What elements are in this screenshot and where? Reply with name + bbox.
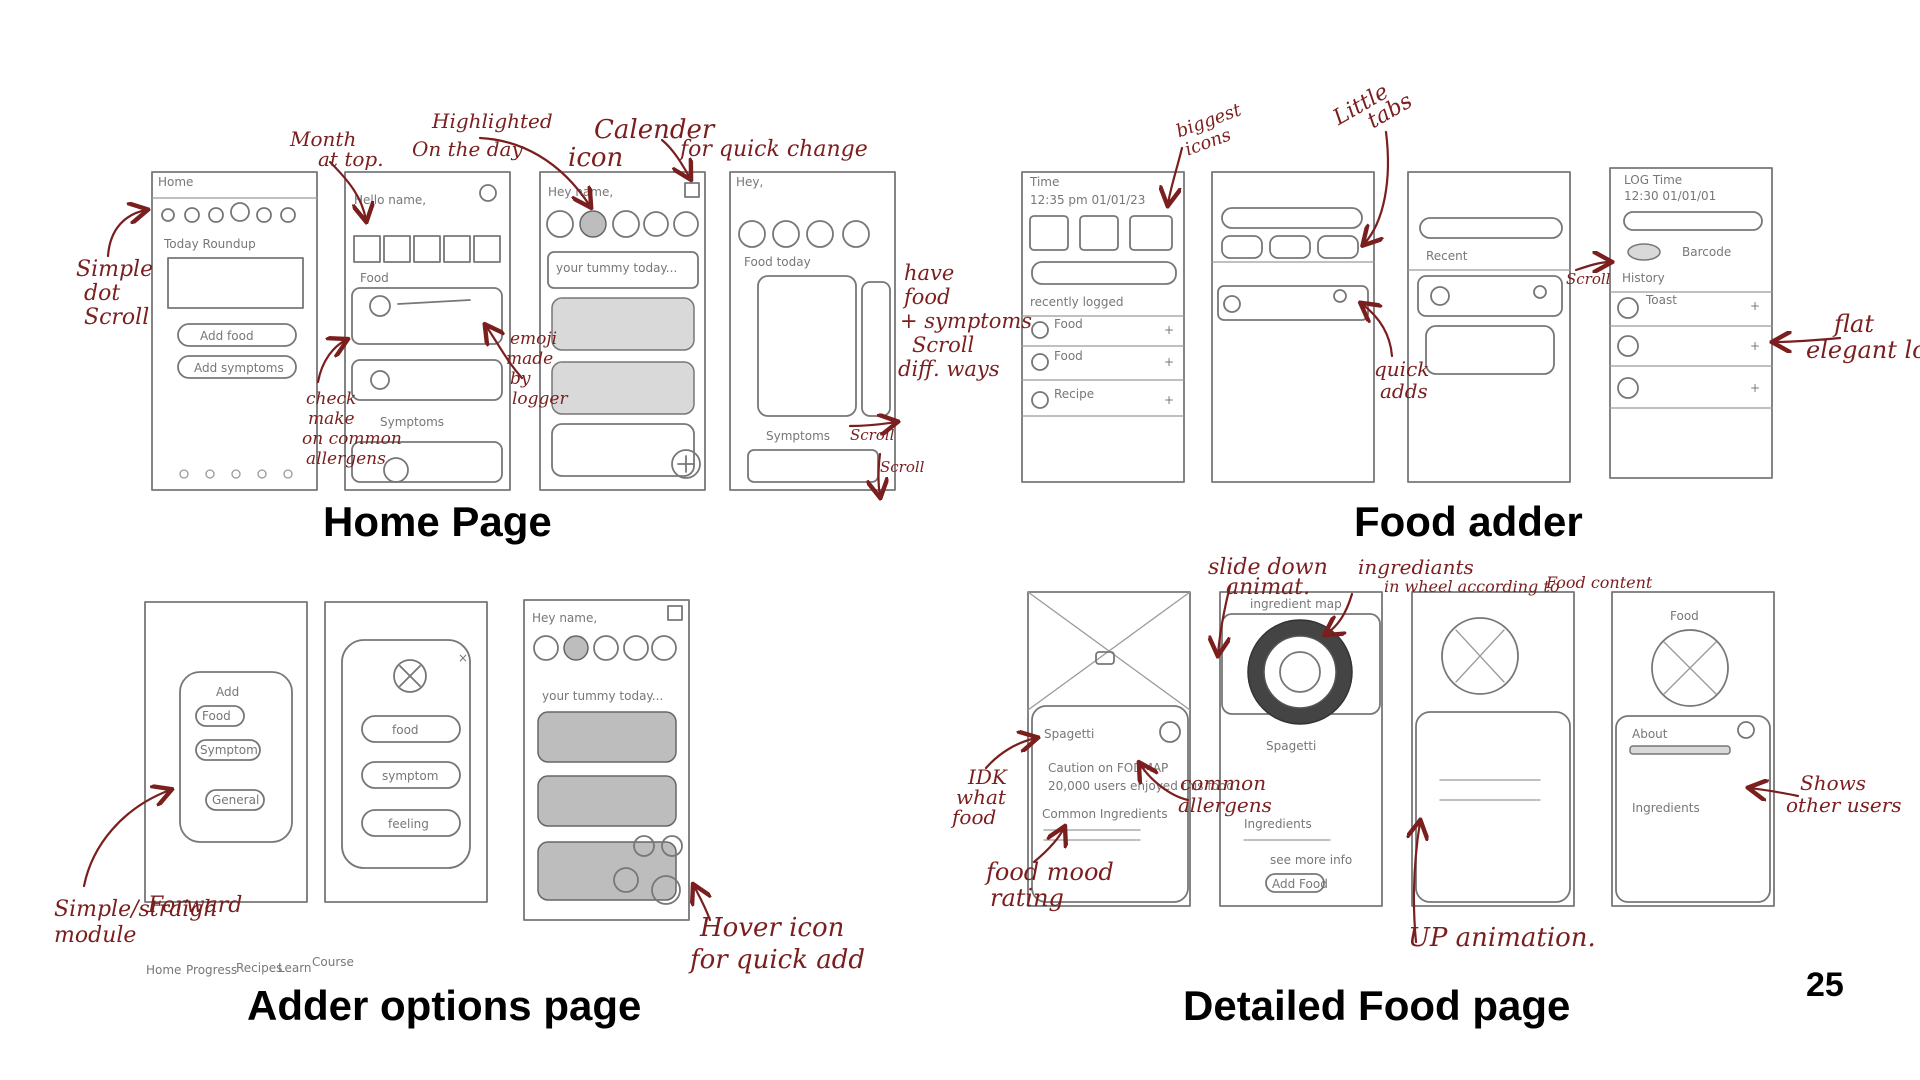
svg-text:+: + bbox=[1164, 323, 1174, 337]
sketch-your-tummy: your tummy today... bbox=[556, 261, 677, 275]
sketch-food-title: Food bbox=[1670, 609, 1699, 623]
sketch-ingredients: Ingredients bbox=[1244, 817, 1312, 831]
sketch-log-time: LOG Time bbox=[1624, 173, 1682, 187]
sketch-ingredients-2: Ingredients bbox=[1632, 801, 1700, 815]
ann-quick-adds: quick adds bbox=[1374, 357, 1436, 403]
sketch-add-food: Add food bbox=[200, 329, 254, 343]
sketch-history: History bbox=[1622, 271, 1665, 285]
sketch-log-time-value: 12:30 01/01/01 bbox=[1624, 189, 1716, 203]
sketch-b-feeling: feeling bbox=[388, 817, 429, 831]
sketch-add-food-btn: Add Food bbox=[1272, 877, 1328, 891]
detail-screen-3 bbox=[1412, 592, 1574, 906]
home-screen-1: Home Today Roundup Add food Add symptoms bbox=[152, 172, 317, 490]
detail-screen-2: ingredient map Flour Spagetti Ingredient… bbox=[1220, 592, 1382, 906]
sketch-nav-recipes: Recipes bbox=[236, 961, 282, 975]
sketch-symptoms-hdr: Symptoms bbox=[766, 429, 830, 443]
sketch-add: Add bbox=[216, 685, 239, 699]
food-adder-screen-1: Time 12:35 pm 01/01/23 recently logged F… bbox=[1022, 172, 1184, 482]
sketch-recently-logged: recently logged bbox=[1030, 295, 1124, 309]
sketch-nav-course: Course bbox=[312, 955, 354, 969]
page-number: 25 bbox=[1806, 966, 1844, 1005]
food-adder-screen-4: LOG Time 12:30 01/01/01 Barcode History … bbox=[1610, 168, 1772, 478]
sketch-your-tummy-2: your tummy today... bbox=[542, 689, 663, 703]
sketch-about: About bbox=[1632, 727, 1668, 741]
ann-scroll-fa: Scroll bbox=[1566, 270, 1611, 288]
section-label-detailed-food: Detailed Food page bbox=[1183, 982, 1570, 1030]
ann-simple-straightforward: Simple/straigh Forward module bbox=[54, 893, 249, 948]
sketch-nav-home: Home bbox=[146, 963, 181, 977]
sketch-caution: Caution on FODMAP bbox=[1048, 761, 1168, 775]
sketch-time: Time bbox=[1029, 175, 1059, 189]
ann-check-make-allergens: check make on common allergens bbox=[302, 389, 407, 469]
ann-scroll-1: Scroll bbox=[850, 426, 895, 444]
sketch-today-roundup: Today Roundup bbox=[163, 237, 256, 251]
ann-slide-down: slide down animat. bbox=[1208, 555, 1335, 600]
svg-text:+: + bbox=[1750, 339, 1760, 353]
section-label-food-adder: Food adder bbox=[1354, 498, 1583, 546]
ann-highlighted: Highlighted On the day bbox=[412, 109, 559, 161]
food-adder-screen-3: Recent bbox=[1408, 172, 1570, 482]
ann-idk-what-food: IDK what food bbox=[950, 765, 1013, 829]
sketch-home-title: Home bbox=[158, 175, 193, 189]
adder-screen-1: Add Food Symptom General bbox=[145, 602, 307, 902]
sketch-b-food: food bbox=[392, 723, 419, 737]
sketch-recipe: Recipe bbox=[1054, 387, 1094, 401]
svg-text:+: + bbox=[1164, 355, 1174, 369]
detail-screen-4: Food About Ingredients bbox=[1612, 592, 1774, 906]
sketch-food-b: Food bbox=[1054, 349, 1083, 363]
ann-shows-other-users: Shows other users bbox=[1786, 771, 1902, 817]
sketch-spagetti-2: Spagetti bbox=[1266, 739, 1316, 753]
sketch-barcode: Barcode bbox=[1682, 245, 1731, 259]
svg-text:+: + bbox=[1750, 381, 1760, 395]
sketch-see-more: see more info bbox=[1270, 853, 1352, 867]
sketch-common-ingredients: Common Ingredients bbox=[1042, 807, 1168, 821]
ann-little-tabs: Little tabs bbox=[1328, 71, 1417, 148]
ann-for-quick-change: for quick change bbox=[678, 137, 868, 162]
sketch-symptoms: Symptoms bbox=[380, 415, 444, 429]
sketch-add-symptoms: Add symptoms bbox=[194, 361, 284, 375]
ann-month-at-top: Month at top. bbox=[289, 127, 384, 171]
sketch-recent: Recent bbox=[1426, 249, 1468, 263]
sketch-a-symptom: Symptom bbox=[200, 743, 258, 757]
sketch-food-today: Food today bbox=[744, 255, 811, 269]
ann-food-mood-rating: food mood rating bbox=[984, 858, 1121, 912]
ann-scroll-2: Scroll bbox=[880, 458, 925, 476]
ann-biggest-icons: biggest icons bbox=[1173, 98, 1256, 162]
sketch-nav-progress: Progress bbox=[186, 963, 237, 977]
section-label-home: Home Page bbox=[323, 498, 552, 546]
sketch-food-a: Food bbox=[1054, 317, 1083, 331]
sketch-spagetti: Spagetti bbox=[1044, 727, 1094, 741]
ann-up-animation: UP animation. bbox=[1408, 923, 1596, 953]
nav-bar-sketch: Home Progress Recipes Learn Course bbox=[146, 955, 354, 977]
sketch-a-food: Food bbox=[202, 709, 231, 723]
ann-ingredients-wheel: ingrediants in wheel according to Food c… bbox=[1358, 555, 1653, 597]
ann-hover-icon: Hover icon for quick add bbox=[688, 913, 865, 975]
ann-simple-dot-scroll: Simple dot Scroll bbox=[76, 257, 160, 330]
sketch-hey: Hey, bbox=[736, 175, 763, 189]
sketch-hello-name: Hello name, bbox=[354, 193, 426, 207]
svg-text:+: + bbox=[1164, 393, 1174, 407]
sketch-a-general: General bbox=[212, 793, 259, 807]
sketch-hey-name-2: Hey name, bbox=[532, 611, 597, 625]
adder-screen-2: × food symptom feeling bbox=[325, 602, 487, 902]
sketch-food: Food bbox=[360, 271, 389, 285]
ann-common-allergens: common allergens bbox=[1178, 771, 1272, 817]
svg-text:+: + bbox=[1750, 299, 1760, 313]
svg-text:×: × bbox=[458, 651, 468, 665]
home-screen-3: Hey name, your tummy today... bbox=[540, 172, 705, 490]
ann-flat-elegant-look: flat elegant look bbox=[1806, 310, 1920, 364]
sketch-time-value: 12:35 pm 01/01/23 bbox=[1030, 193, 1145, 207]
section-label-adder-options: Adder options page bbox=[247, 982, 641, 1030]
sketch-toast: Toast bbox=[1645, 293, 1677, 307]
adder-screen-3: Hey name, your tummy today... bbox=[524, 600, 689, 920]
ann-have-food-symptoms: have food + symptoms Scroll diff. ways bbox=[898, 261, 1039, 381]
sketch-b-symptom: symptom bbox=[382, 769, 438, 783]
sketch-nav-learn: Learn bbox=[278, 961, 312, 975]
food-adder-screen-2 bbox=[1212, 172, 1374, 482]
